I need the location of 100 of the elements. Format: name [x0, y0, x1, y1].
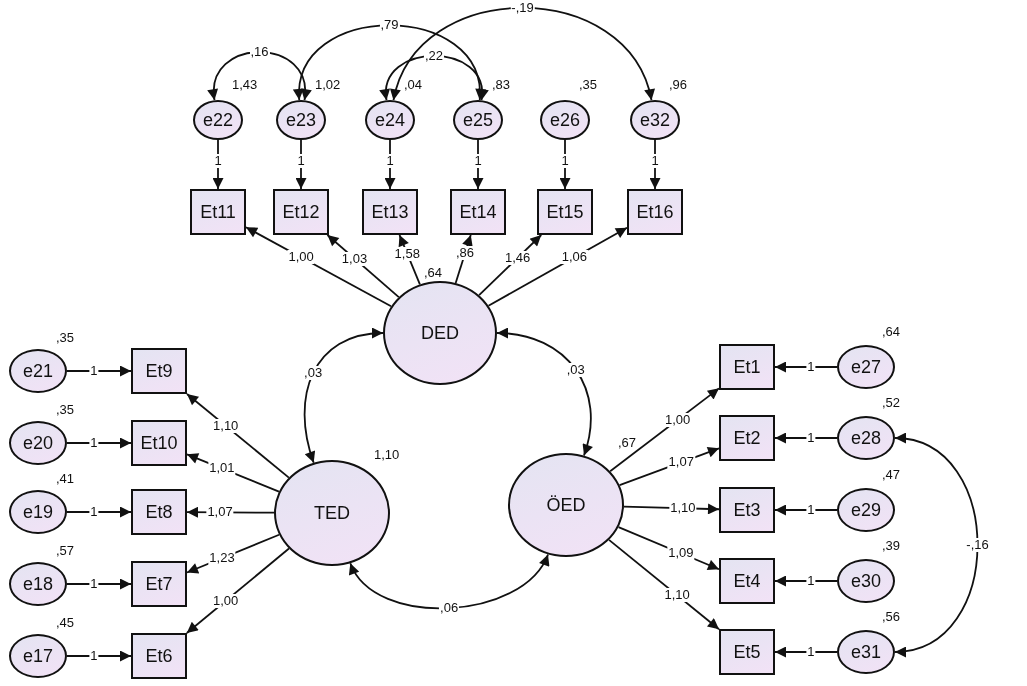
error-term-ellipse: e24	[365, 100, 415, 140]
arrow	[66, 578, 132, 590]
edge-label: 1,10	[669, 501, 697, 516]
double-headed-arrow	[208, 51, 311, 102]
error-term-ellipse: e32	[630, 100, 680, 140]
arrow	[774, 575, 838, 587]
latent-variable-circle: ÖED	[508, 453, 624, 557]
error-term-ellipse: e28	[837, 416, 895, 460]
edge-label: 1,46	[503, 250, 532, 265]
variance-label: ,35	[56, 331, 75, 345]
arrow	[774, 646, 838, 658]
edge-label: 1,06	[560, 250, 588, 265]
edge-label: 1,58	[393, 246, 421, 261]
edge-label: ,86	[455, 246, 476, 261]
arrow	[774, 432, 838, 444]
observed-variable-box: Et15	[537, 189, 593, 235]
edge-label: 1,10	[663, 588, 691, 603]
edge-label: 1	[806, 503, 816, 517]
edge-label: 1	[89, 436, 99, 450]
latent-variable-circle: TED	[274, 460, 390, 566]
variance-label: ,35	[579, 78, 598, 92]
edge-label: 1,03	[340, 251, 369, 266]
observed-variable-box: Et4	[719, 558, 775, 604]
edge-label: 1	[296, 153, 306, 168]
double-headed-arrow	[894, 434, 979, 656]
edge-label: 1,10	[212, 418, 240, 433]
variance-label: ,04	[404, 78, 423, 92]
edge-label: 1,00	[664, 412, 692, 427]
observed-variable-box: Et10	[131, 420, 187, 466]
double-headed-arrow	[391, 6, 654, 102]
variance-label: ,52	[882, 396, 901, 410]
edge-label: 1,23	[208, 551, 236, 566]
edge-label: 1,00	[212, 593, 240, 608]
latent-variable-circle: DED	[383, 281, 497, 385]
variance-label: ,83	[492, 78, 511, 92]
variance-label: 1,43	[232, 78, 258, 92]
error-term-ellipse: e17	[9, 634, 67, 678]
edge-label: 1	[806, 645, 816, 659]
error-term-ellipse: e20	[9, 421, 67, 465]
observed-variable-box: Et13	[362, 189, 418, 235]
variance-label: ,57	[56, 544, 75, 558]
double-headed-arrow	[294, 24, 485, 101]
edge-label: 1	[473, 153, 483, 168]
variance-label: ,96	[669, 78, 688, 92]
variance-label: ,41	[56, 472, 75, 486]
observed-variable-box: Et8	[131, 489, 187, 535]
edge-label: 1,00	[287, 250, 315, 265]
observed-variable-box: Et14	[450, 189, 506, 235]
observed-variable-box: Et7	[131, 561, 187, 607]
edge-label: 1	[89, 649, 99, 663]
double-headed-arrow	[303, 328, 384, 464]
edge-label: 1,07	[206, 505, 234, 520]
error-term-ellipse: e26	[540, 100, 590, 140]
double-headed-arrow	[380, 55, 488, 102]
observed-variable-box: Et2	[719, 415, 775, 461]
double-headed-arrow	[349, 553, 549, 610]
error-term-ellipse: e19	[9, 490, 67, 534]
edge-label: 1	[806, 360, 816, 374]
error-term-ellipse: e21	[9, 349, 67, 393]
error-term-ellipse: e29	[837, 488, 895, 532]
edge-label: 1,07	[667, 455, 695, 470]
error-term-ellipse: e27	[837, 345, 895, 389]
error-term-ellipse: e31	[837, 630, 895, 674]
observed-variable-box: Et5	[719, 629, 775, 675]
observed-variable-box: Et9	[131, 348, 187, 394]
error-term-ellipse: e30	[837, 559, 895, 603]
error-term-ellipse: e25	[453, 100, 503, 140]
edge-label: ,03	[303, 366, 324, 381]
edge-label: ,03	[565, 362, 586, 377]
variance-label: ,64	[424, 266, 443, 280]
arrow	[66, 365, 132, 377]
edge-label: -,19	[510, 0, 535, 15]
variance-label: ,35	[56, 403, 75, 417]
arrow	[66, 506, 132, 518]
error-term-ellipse: e18	[9, 562, 67, 606]
error-term-ellipse: e23	[276, 100, 326, 140]
edge-label: 1	[806, 431, 816, 445]
edge-label: ,22	[423, 48, 445, 63]
double-headed-arrow	[496, 328, 593, 457]
arrow	[66, 437, 132, 449]
edge-label: 1	[806, 574, 816, 588]
edge-label: ,06	[439, 601, 460, 616]
observed-variable-box: Et3	[719, 487, 775, 533]
observed-variable-box: Et6	[131, 633, 187, 679]
variance-label: ,39	[882, 539, 901, 553]
arrow	[66, 650, 132, 662]
edge-label: ,79	[379, 18, 400, 33]
arrow	[774, 504, 838, 516]
variance-label: ,64	[882, 325, 901, 339]
variance-label: ,67	[618, 436, 637, 450]
variance-label: ,47	[882, 468, 901, 482]
error-term-ellipse: e22	[193, 100, 243, 140]
observed-variable-box: Et1	[719, 344, 775, 390]
edge-label: ,16	[249, 45, 270, 60]
edge-label: 1	[89, 577, 99, 591]
edge-label: -,16	[965, 538, 990, 552]
observed-variable-box: Et11	[190, 189, 246, 235]
edge-label: 1	[560, 153, 570, 168]
variance-label: 1,02	[315, 78, 341, 92]
edge-label: 1,09	[667, 546, 695, 561]
